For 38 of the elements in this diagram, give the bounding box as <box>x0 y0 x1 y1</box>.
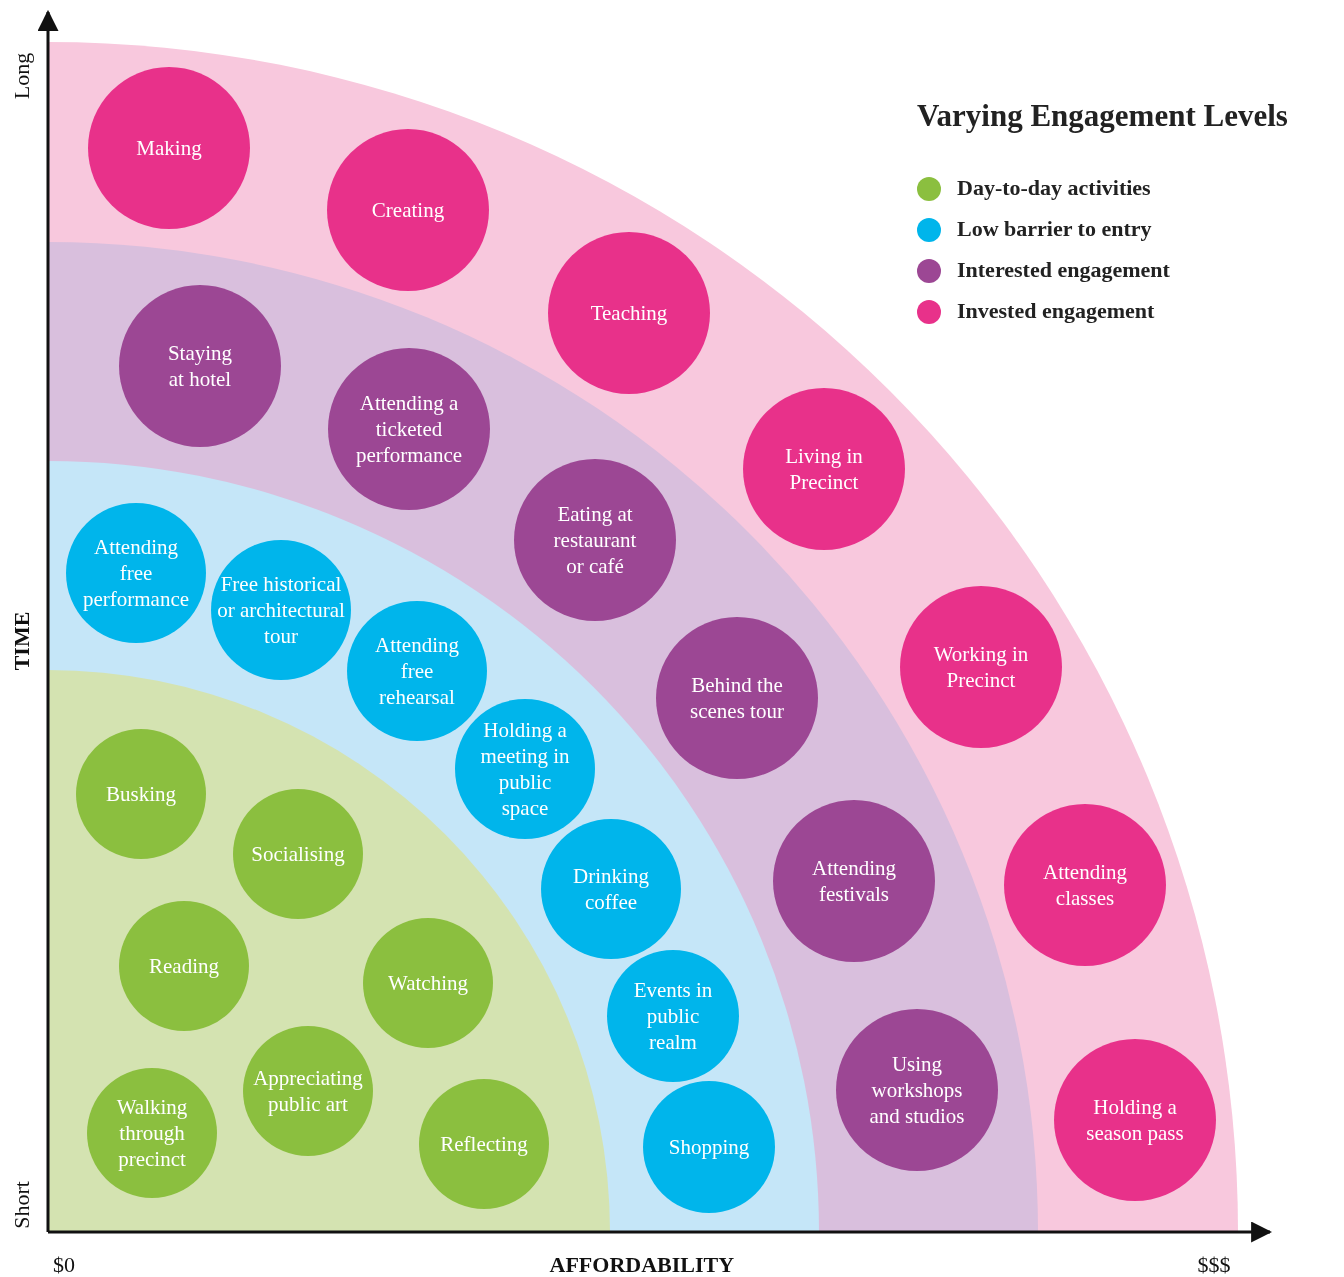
y-axis-label: Long <box>9 52 36 100</box>
activity-label: Drinking coffee <box>572 863 650 915</box>
activity-label: Behind the scenes tour <box>689 672 785 724</box>
activity-label: Walking through precinct <box>115 1094 189 1172</box>
x-axis-label: AFFORDABILITY <box>549 1252 735 1277</box>
y-axis-label: TIME <box>8 611 35 671</box>
activity-label: Holding a season pass <box>1085 1094 1185 1146</box>
x-axis-label: $$$ <box>1197 1252 1231 1277</box>
y-axis-label: Short <box>8 1181 35 1229</box>
activity-label: Free historical or architectural tour <box>217 571 345 649</box>
activity-label: Attending classes <box>1042 859 1128 911</box>
activity-label: Reflecting <box>440 1131 528 1157</box>
activity-label: Attending free performance <box>81 534 191 612</box>
legend-title: Varying Engagement Levels <box>917 98 1288 134</box>
x-axis-label: $0 <box>53 1252 75 1277</box>
activity-label: Appreciating public art <box>252 1065 364 1117</box>
legend-label: Invested engagement <box>957 298 1155 324</box>
activity-label: Events in public realm <box>632 977 714 1055</box>
activity-label: Creating <box>371 197 445 223</box>
activity-label: Reading <box>149 953 219 979</box>
activity-label: Working in Precinct <box>932 641 1030 693</box>
activity-label: Living in Precinct <box>784 443 864 495</box>
activity-label: Eating at restaurant or café <box>552 501 638 579</box>
activity-label: Staying at hotel <box>166 340 234 392</box>
legend-label: Low barrier to entry <box>957 216 1152 242</box>
activity-label: Teaching <box>590 300 668 326</box>
activity-label: Holding a meeting in public space <box>479 717 571 821</box>
activity-label: Socialising <box>251 841 345 867</box>
activity-label: Using workshops and studios <box>868 1051 966 1129</box>
legend-label: Interested engagement <box>957 257 1170 283</box>
activity-label: Watching <box>388 970 468 996</box>
activity-label: Attending free rehearsal <box>374 632 460 710</box>
activity-label: Shopping <box>668 1134 750 1160</box>
activity-label: Attending a ticketed performance <box>354 390 464 468</box>
legend-label: Day-to-day activities <box>957 175 1151 201</box>
activity-label: Making <box>136 135 202 161</box>
activity-label: Busking <box>106 781 176 807</box>
activity-label: Attending festivals <box>811 855 897 907</box>
